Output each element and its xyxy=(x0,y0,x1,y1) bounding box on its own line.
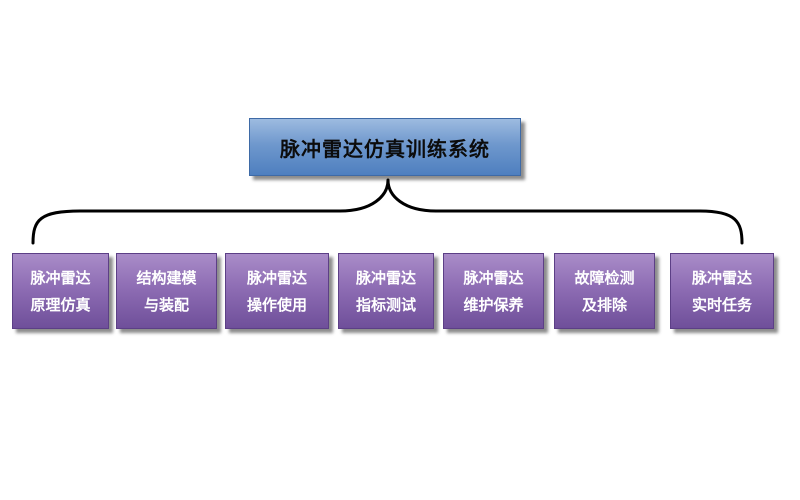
child-node-label-line2: 指标测试 xyxy=(355,295,416,314)
child-node-label-line1: 脉冲雷达 xyxy=(355,268,416,287)
child-node-label-line1: 结构建模 xyxy=(136,268,197,287)
child-node-label-line1: 脉冲雷达 xyxy=(246,268,307,287)
child-node-real-time-task: 脉冲雷达 实时任务 xyxy=(670,253,774,329)
child-node-label-line2: 及排除 xyxy=(581,295,627,314)
child-node-label-line1: 脉冲雷达 xyxy=(691,268,752,287)
child-node-principle-simulation: 脉冲雷达 原理仿真 xyxy=(12,253,109,329)
child-node-label-line1: 故障检测 xyxy=(574,268,635,287)
child-node-fault-detection: 故障检测 及排除 xyxy=(554,253,655,329)
root-node: 脉冲雷达仿真训练系统 xyxy=(249,118,521,176)
child-node-label-line2: 与装配 xyxy=(143,295,189,314)
child-node-structure-modeling: 结构建模 与装配 xyxy=(116,253,217,329)
child-node-operation-usage: 脉冲雷达 操作使用 xyxy=(225,253,329,329)
child-node-label-line2: 原理仿真 xyxy=(30,295,91,314)
child-node-index-testing: 脉冲雷达 指标测试 xyxy=(338,253,434,329)
child-node-label-line1: 脉冲雷达 xyxy=(463,268,524,287)
child-node-label-line2: 操作使用 xyxy=(246,295,307,314)
child-node-label-line1: 脉冲雷达 xyxy=(30,268,91,287)
root-node-label: 脉冲雷达仿真训练系统 xyxy=(280,136,490,161)
child-node-maintenance: 脉冲雷达 维护保养 xyxy=(443,253,544,329)
child-node-label-line2: 实时任务 xyxy=(691,295,752,314)
child-node-label-line2: 维护保养 xyxy=(463,295,524,314)
